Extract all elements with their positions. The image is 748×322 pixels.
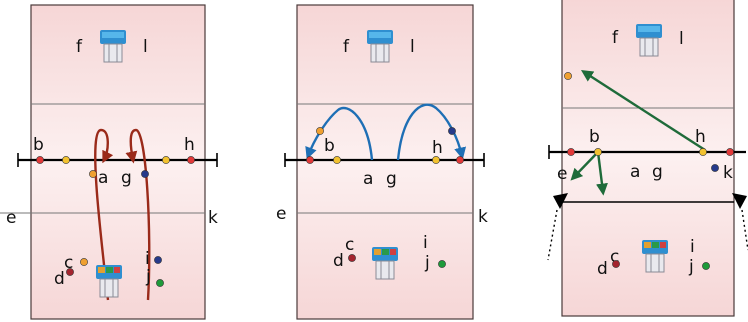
panel-3-label-b: b xyxy=(589,127,600,147)
panel-1-label-e: e xyxy=(6,208,16,228)
panel-1-label-l: l xyxy=(143,37,148,57)
panel-1-label-d: d xyxy=(54,269,65,289)
panel-2-label-b: b xyxy=(324,136,335,156)
panel-3-label-j: j xyxy=(688,257,694,277)
panel-2-dot-b xyxy=(306,156,314,164)
panel-1-dot-b xyxy=(36,156,44,164)
panel-2-arrow-right xyxy=(396,103,467,161)
hoop-top-icon xyxy=(99,29,127,63)
panel-1-dot-c xyxy=(80,258,88,266)
panel-1-label-j: j xyxy=(145,267,151,287)
panel-1-label-i: i xyxy=(145,249,150,269)
panel-2-label-e: e xyxy=(276,204,286,224)
panel-3-arrow-down xyxy=(596,151,608,196)
panel-3-dot-k-red xyxy=(726,148,734,156)
panel-1-arrow-g xyxy=(125,128,151,301)
hoop-bottom-icon xyxy=(95,264,123,298)
panel-1-label-b: b xyxy=(33,135,44,155)
panel-3-dotted-left xyxy=(547,209,558,261)
panel-3-dot-h xyxy=(699,148,707,156)
panel-1-dot-j xyxy=(156,279,164,287)
hoop-top-icon xyxy=(635,23,663,57)
panel-3-dot-navy xyxy=(711,164,719,172)
panel-3-dot-b xyxy=(594,148,602,156)
panel-3-arrow-left-down xyxy=(570,151,599,181)
panel-3-label-i: i xyxy=(690,237,695,257)
hoop-top-icon xyxy=(366,29,394,63)
panel-3-arrow-long xyxy=(580,70,706,152)
panel-2-label-l: l xyxy=(410,37,415,57)
panel-2-label-f: f xyxy=(343,37,350,57)
panel-3-pointer-left xyxy=(553,193,568,209)
panel-1-label-h: h xyxy=(184,135,195,155)
panel-3-pointer-right xyxy=(732,193,747,209)
panel-3-label-f: f xyxy=(612,28,619,48)
hoop-bottom-icon xyxy=(641,239,669,273)
panel-1-dot-a xyxy=(89,170,97,178)
panel-1-label-k: k xyxy=(208,208,218,228)
panel-1-arrow-a xyxy=(94,128,114,301)
panel-2-dot-orange xyxy=(316,127,324,135)
panel-2-label-h: h xyxy=(432,138,443,158)
panel-2-label-a: a xyxy=(363,169,373,189)
panel-1-dot-d xyxy=(66,268,74,276)
panel-2-label-g: g xyxy=(386,169,397,189)
panel-3-label-g: g xyxy=(652,162,663,182)
panel-1-dot-yellow-right xyxy=(162,156,170,164)
panel-3-dotted-right xyxy=(741,209,748,251)
panel-1-label-c: c xyxy=(64,253,73,273)
panel-3-dot-e xyxy=(567,148,575,156)
panel-2-arrow-left xyxy=(305,107,374,161)
panel-1-dot-yellow-left xyxy=(62,156,70,164)
panel-3-label-e: e xyxy=(557,164,567,184)
panel-2-dot-yellow-left xyxy=(333,156,341,164)
hoop-bottom-icon xyxy=(371,246,399,280)
panel-3-dot-orange-top xyxy=(564,72,572,80)
panel-2-label-j: j xyxy=(424,253,430,273)
panel-1-label-f: f xyxy=(76,37,83,57)
panel-3-dot-j xyxy=(702,262,710,270)
panel-2-label-k: k xyxy=(478,207,488,227)
panel-2-dot-navy xyxy=(448,127,456,135)
panel-3-label-a: a xyxy=(630,162,640,182)
panel-2-dot-h xyxy=(456,156,464,164)
panel-3-label-h: h xyxy=(695,127,706,147)
panel-1-label-a: a xyxy=(98,168,108,188)
panel-3: f l b h a g e k c d i j xyxy=(547,0,748,317)
panel-2-label-c: c xyxy=(345,235,354,255)
panel-1-dot-i xyxy=(154,256,162,264)
panel-3-dot-d xyxy=(612,260,620,268)
panel-1: f l b h a g e k c d i j xyxy=(0,4,218,320)
panel-2-label-d: d xyxy=(333,251,344,271)
panel-2-label-i: i xyxy=(423,233,428,253)
panel-3-label-k: k xyxy=(723,163,733,183)
panel-1-dot-g xyxy=(141,170,149,178)
panel-2-dot-yellow-right xyxy=(432,156,440,164)
panel-3-label-l: l xyxy=(679,29,684,49)
panel-1-label-g: g xyxy=(121,168,132,188)
panel-3-label-c: c xyxy=(610,247,619,267)
panel-2-dot-j xyxy=(438,260,446,268)
panel-2: f l b h a g e k c d i j xyxy=(276,4,488,320)
panel-1-dot-h xyxy=(187,156,195,164)
panel-2-dot-d xyxy=(348,254,356,262)
panel-3-label-d: d xyxy=(597,259,608,279)
